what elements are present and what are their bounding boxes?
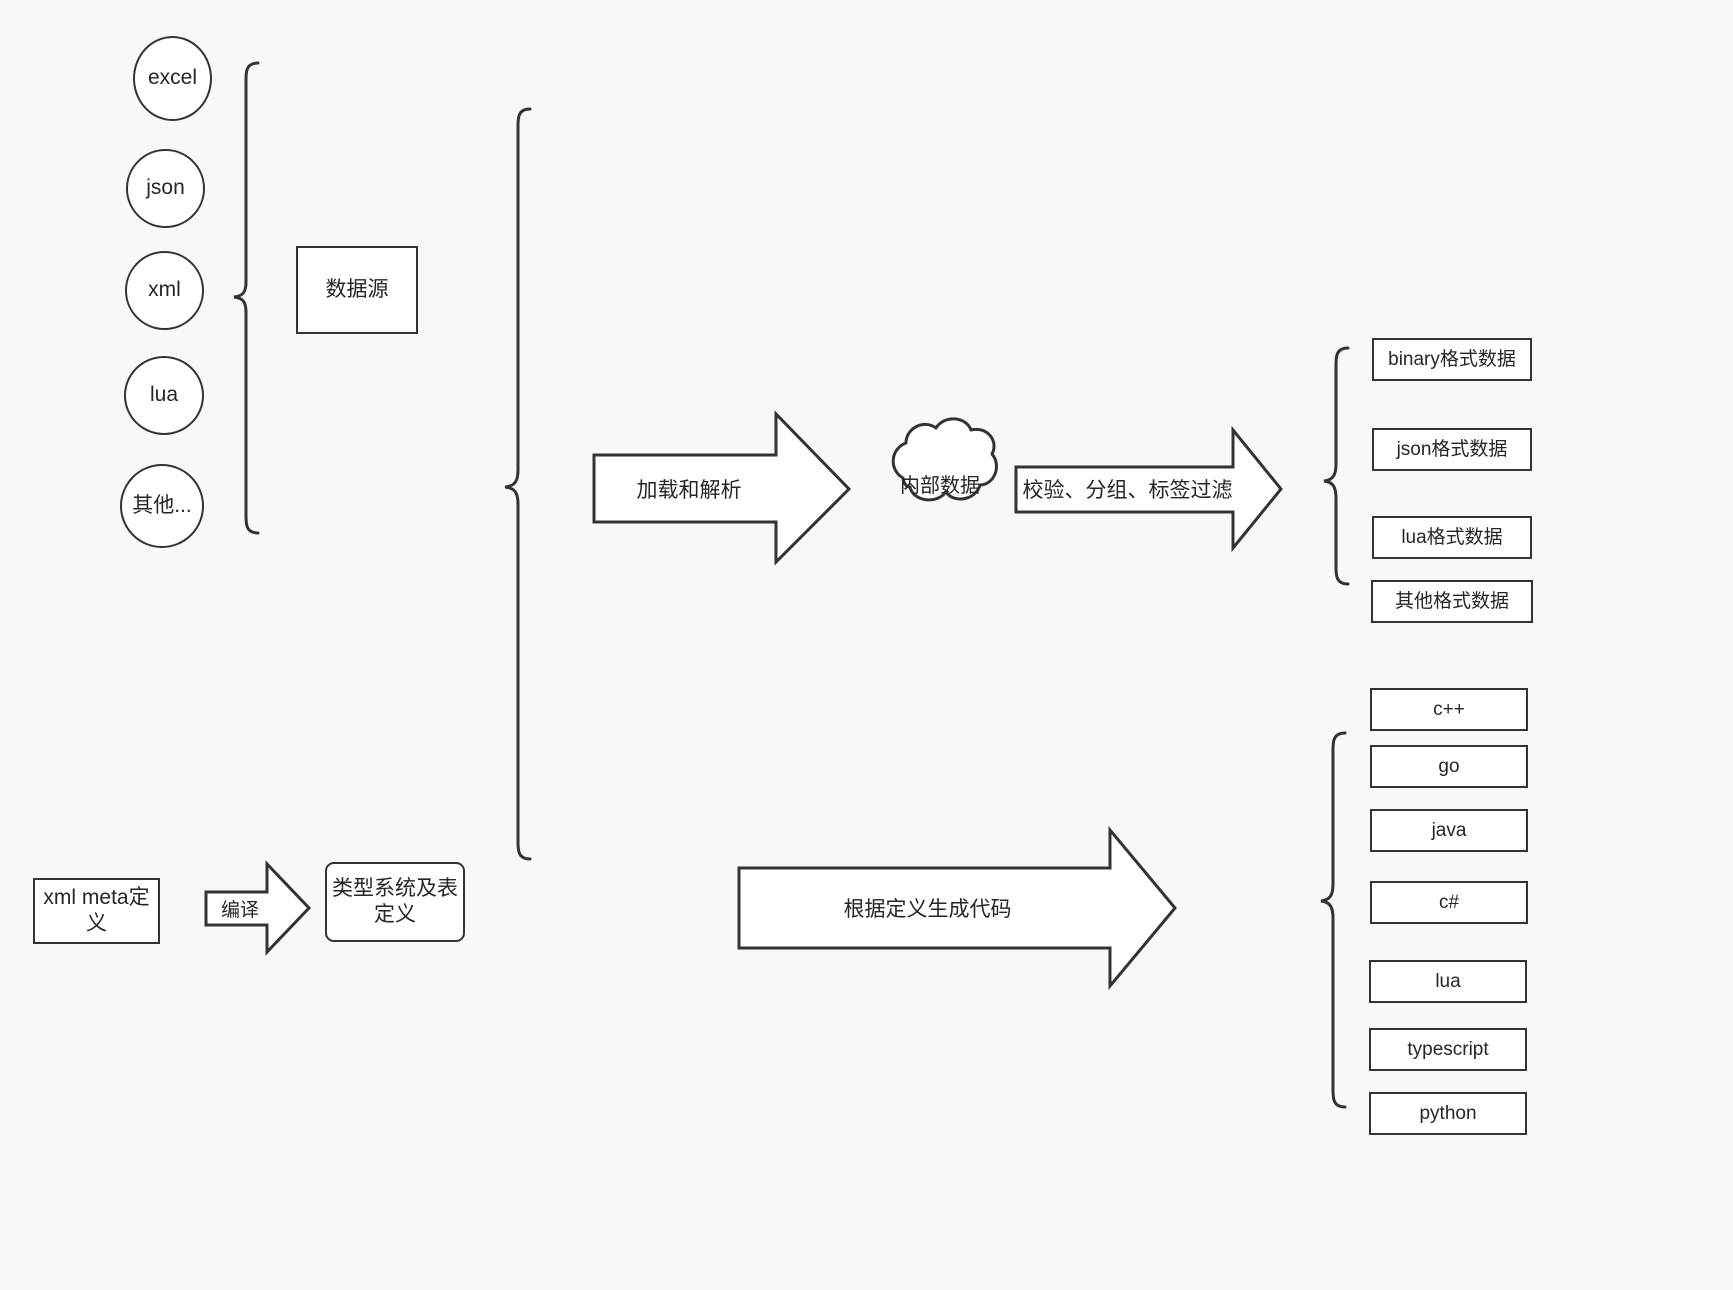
output-box-label: 其他格式数据 [1394,590,1509,612]
output-box-binary[interactable]: binary格式数据 [1372,338,1532,381]
language-box-python[interactable]: python [1369,1092,1527,1135]
source-circle-label: xml [148,278,181,302]
source-circle-label: excel [147,66,198,90]
source-circle-label: 其他... [132,493,192,517]
output-box-label: lua格式数据 [1401,526,1503,548]
codegen-arrow [737,825,1177,991]
compile-arrow [204,860,312,956]
input-group-brace [504,107,532,861]
language-box-label: go [1438,755,1460,777]
internal-data-cloud [891,417,998,502]
language-box-lua[interactable]: lua [1369,960,1527,1003]
data-source-box[interactable]: 数据源 [296,246,418,334]
language-box-label: lua [1435,970,1461,992]
source-circle-excel[interactable]: excel [133,36,212,121]
output-box-label: json格式数据 [1396,438,1508,460]
language-box-typescript[interactable]: typescript [1369,1028,1527,1071]
language-box-label: c# [1438,891,1460,913]
source-circle-json[interactable]: json [126,149,205,228]
xml-meta-definition-label: xml meta定义 [43,885,150,935]
load-parse-arrow [592,410,852,566]
output-box-other[interactable]: 其他格式数据 [1371,580,1533,623]
output-box-label: binary格式数据 [1388,348,1516,370]
output-box-json[interactable]: json格式数据 [1372,428,1532,471]
source-circle-xml[interactable]: xml [125,251,204,330]
source-circle-lua[interactable]: lua [124,356,204,435]
language-box-label: python [1419,1102,1477,1124]
language-group-brace [1320,731,1347,1109]
language-box-cpp[interactable]: c++ [1370,688,1528,731]
output-box-lua[interactable]: lua格式数据 [1372,516,1532,559]
type-system-definition-box[interactable]: 类型系统及表 定义 [325,862,465,942]
source-circle-label: lua [149,383,179,407]
xml-meta-definition-box[interactable]: xml meta定义 [33,878,160,944]
source-circle-other[interactable]: 其他... [120,464,204,548]
language-box-csharp[interactable]: c# [1370,881,1528,924]
language-box-go[interactable]: go [1370,745,1528,788]
data-source-label: 数据源 [325,277,389,301]
data-format-group-brace [1323,346,1350,586]
source-circle-label: json [146,176,185,200]
language-box-label: c++ [1433,698,1465,720]
source-group-brace [233,61,260,535]
type-system-definition-label: 类型系统及表 定义 [332,876,458,926]
validate-group-filter-arrow [1014,425,1283,553]
language-box-java[interactable]: java [1370,809,1528,852]
language-box-label: java [1431,819,1467,841]
language-box-label: typescript [1407,1038,1489,1060]
